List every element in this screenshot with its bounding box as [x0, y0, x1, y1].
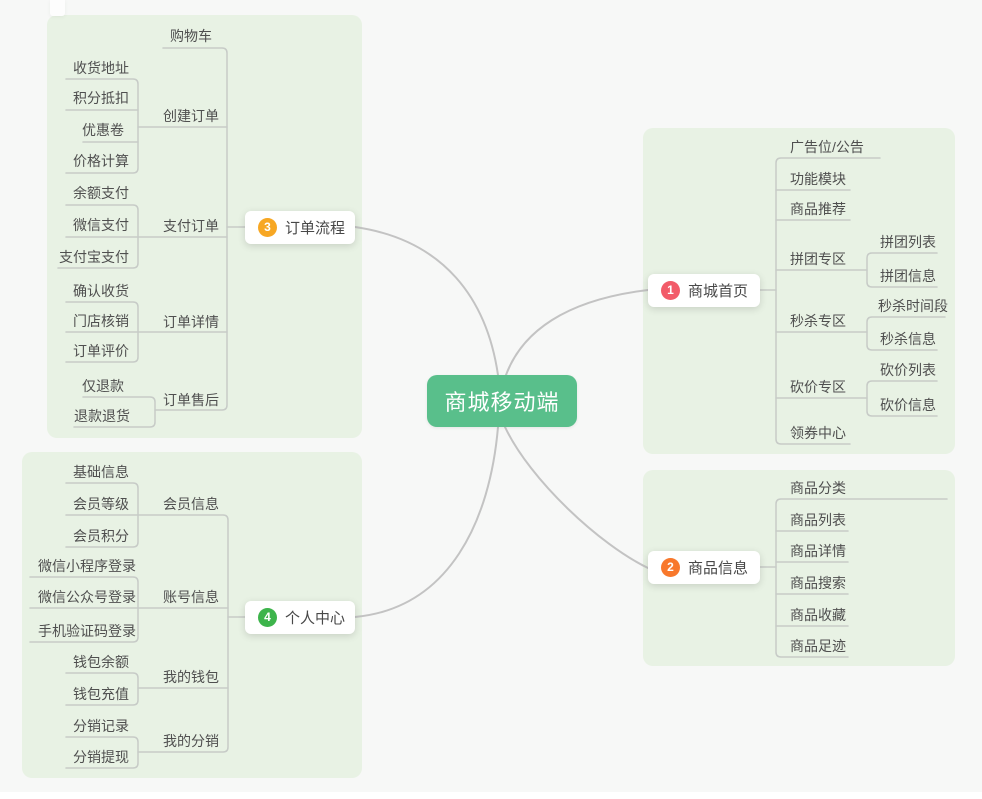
node-coupon-center[interactable]: 领券中心 [790, 425, 846, 441]
node-product-favorites[interactable]: 商品收藏 [790, 607, 846, 623]
curve-order-flow [354, 226, 499, 376]
central-topic[interactable]: 商城移动端 [427, 375, 577, 427]
node-points-deduction[interactable]: 积分抵扣 [73, 90, 129, 106]
create-order-children-line [65, 78, 139, 174]
branch-label-order-flow: 订单流程 [285, 220, 346, 237]
node-alipay-payment[interactable]: 支付宝支付 [59, 249, 129, 265]
groupbuy-children-line [866, 252, 938, 288]
node-wechat-official-login[interactable]: 微信公众号登录 [38, 589, 136, 605]
node-product-category[interactable]: 商品分类 [790, 480, 846, 496]
curve-personal-center [354, 426, 499, 618]
node-order-review[interactable]: 订单评价 [73, 343, 129, 359]
node-flashsale-info[interactable]: 秒杀信息 [880, 331, 936, 347]
node-account-info[interactable]: 账号信息 [163, 589, 219, 605]
node-my-distribution[interactable]: 我的分销 [163, 733, 219, 749]
home-spine-line [775, 157, 881, 445]
curve-mall-home [505, 289, 649, 376]
badge-3-icon: 3 [258, 218, 277, 237]
node-groupbuy-info[interactable]: 拼团信息 [880, 268, 936, 284]
node-product-search[interactable]: 商品搜索 [790, 575, 846, 591]
node-refund-return[interactable]: 退款退货 [74, 408, 130, 424]
wallet-children-line [65, 672, 139, 706]
node-ad-announcement[interactable]: 广告位/公告 [790, 139, 864, 155]
order-detail-children-line [65, 301, 139, 363]
node-confirm-receipt[interactable]: 确认收货 [73, 283, 129, 299]
node-shipping-address[interactable]: 收货地址 [73, 60, 129, 76]
curve-product-info [504, 426, 649, 569]
node-flashsale-timeslot[interactable]: 秒杀时间段 [878, 298, 948, 314]
node-distribution-records[interactable]: 分销记录 [73, 718, 129, 734]
node-pay-order[interactable]: 支付订单 [163, 218, 219, 234]
node-order-aftersale[interactable]: 订单售后 [163, 392, 219, 408]
node-coupon[interactable]: 优惠卷 [82, 122, 124, 138]
node-refund-only[interactable]: 仅退款 [82, 378, 124, 394]
distribution-children-line [65, 736, 139, 769]
node-wechat-miniprogram-login[interactable]: 微信小程序登录 [38, 558, 136, 574]
order-spine-line [154, 47, 228, 411]
node-member-info[interactable]: 会员信息 [163, 496, 219, 512]
node-basic-info[interactable]: 基础信息 [73, 464, 129, 480]
node-product-recommend[interactable]: 商品推荐 [790, 201, 846, 217]
node-groupbuy-list[interactable]: 拼团列表 [880, 234, 936, 250]
branch-label-mall-home: 商城首页 [688, 283, 749, 300]
node-distribution-withdraw[interactable]: 分销提现 [73, 749, 129, 765]
central-topic-label: 商城移动端 [444, 390, 560, 415]
branch-node-order-flow[interactable]: 3 订单流程 [245, 211, 355, 244]
branch-node-mall-home[interactable]: 1 商城首页 [648, 274, 760, 307]
pay-order-children-line [57, 204, 139, 269]
node-wallet-recharge[interactable]: 钱包充值 [73, 686, 129, 702]
node-bargain-list[interactable]: 砍价列表 [880, 362, 936, 378]
badge-1-icon: 1 [661, 281, 680, 300]
node-flashsale-zone[interactable]: 秒杀专区 [790, 313, 846, 329]
node-wallet-balance[interactable]: 钱包余额 [73, 654, 129, 670]
node-wechat-payment[interactable]: 微信支付 [73, 217, 129, 233]
node-member-level[interactable]: 会员等级 [73, 496, 129, 512]
node-product-detail[interactable]: 商品详情 [790, 543, 846, 559]
scrollbar-artifact [50, 0, 65, 16]
member-info-children-line [65, 482, 139, 548]
node-price-calculation[interactable]: 价格计算 [73, 153, 129, 169]
flashsale-children-line [866, 316, 946, 351]
node-bargain-zone[interactable]: 砍价专区 [790, 379, 846, 395]
node-member-points[interactable]: 会员积分 [73, 528, 129, 544]
node-function-module[interactable]: 功能模块 [790, 171, 846, 187]
node-order-detail[interactable]: 订单详情 [163, 314, 219, 330]
badge-4-icon: 4 [258, 608, 277, 627]
node-sms-code-login[interactable]: 手机验证码登录 [38, 623, 136, 639]
node-product-list[interactable]: 商品列表 [790, 512, 846, 528]
account-info-children-line [29, 576, 139, 643]
personal-spine-line [137, 514, 229, 753]
product-spine-line [775, 498, 948, 658]
branch-label-product-info: 商品信息 [688, 560, 749, 577]
node-create-order[interactable]: 创建订单 [163, 108, 219, 124]
branch-node-product-info[interactable]: 2 商品信息 [648, 551, 760, 584]
node-shopping-cart[interactable]: 购物车 [170, 28, 212, 44]
node-balance-payment[interactable]: 余额支付 [73, 185, 129, 201]
bottom-edge-strip [0, 792, 982, 799]
branch-label-personal-center: 个人中心 [285, 610, 346, 627]
node-store-writeoff[interactable]: 门店核销 [73, 313, 129, 329]
node-my-wallet[interactable]: 我的钱包 [163, 669, 219, 685]
aftersale-children-line [73, 396, 156, 428]
bargain-children-line [866, 380, 938, 417]
node-product-footprint[interactable]: 商品足迹 [790, 638, 846, 654]
node-groupbuy-zone[interactable]: 拼团专区 [790, 251, 846, 267]
node-bargain-info[interactable]: 砍价信息 [880, 397, 936, 413]
badge-2-icon: 2 [661, 558, 680, 577]
branch-node-personal-center[interactable]: 4 个人中心 [245, 601, 355, 634]
